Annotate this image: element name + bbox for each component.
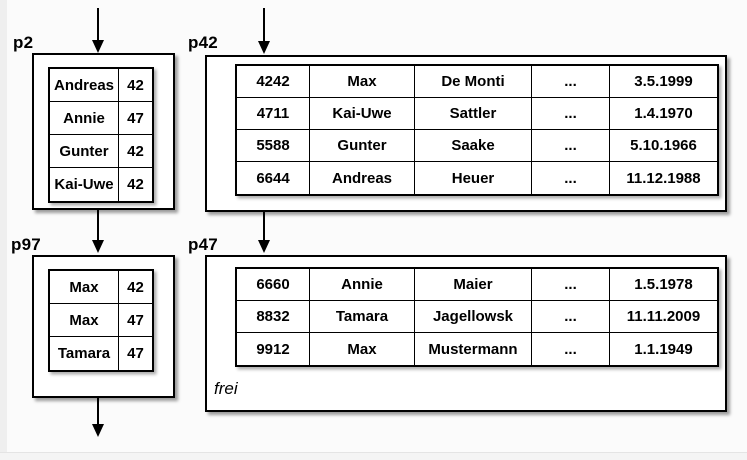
arrow-p2-to-p97 <box>91 210 104 253</box>
table-cell: ... <box>532 130 610 161</box>
table-cell: ... <box>532 98 610 129</box>
arrow-head-icon <box>91 424 104 437</box>
arrow-shaft <box>96 8 99 40</box>
table-cell: 6644 <box>237 162 310 194</box>
arrow-head-icon <box>91 240 104 253</box>
arrow-p97-to-bottom <box>91 398 104 437</box>
table-cell: 47 <box>127 345 144 362</box>
table-cell: 4711 <box>237 98 310 129</box>
page-label-p47: p47 <box>188 235 218 254</box>
arrow-shaft <box>96 398 99 424</box>
table-cell: De Monti <box>415 66 532 97</box>
table-row: Max 47 <box>50 304 152 337</box>
arrow-head-icon <box>91 40 104 53</box>
table-cell: Max <box>310 66 415 97</box>
arrow-p42-to-p47 <box>257 212 270 253</box>
table-cell: 1.5.1978 <box>634 276 693 293</box>
table-cell: Sattler <box>415 98 532 129</box>
table-cell: Heuer <box>415 162 532 194</box>
table-cell: 5.10.1966 <box>630 137 697 154</box>
table-cell: 11.12.1988 <box>626 169 701 187</box>
table-cell: Max <box>50 271 119 303</box>
table-cell: Max <box>310 333 415 365</box>
arrow-top-to-p42 <box>257 8 270 54</box>
table-cell: 1.1.1949 <box>634 340 693 358</box>
arrow-top-to-p2 <box>91 8 104 53</box>
table-cell: 11.11.2009 <box>626 308 701 325</box>
table-cell: Gunter <box>310 130 415 161</box>
table-cell: ... <box>532 269 610 300</box>
table-cell: 42 <box>127 76 144 94</box>
arrow-shaft <box>96 210 99 240</box>
table-cell: 42 <box>127 278 144 296</box>
table-cell: Maier <box>415 269 532 300</box>
table-cell: ... <box>532 66 610 97</box>
table-row: Gunter 42 <box>50 135 152 168</box>
arrow-head-icon <box>257 41 270 54</box>
table-cell: Tamara <box>50 337 119 370</box>
table-cell: Gunter <box>50 135 119 167</box>
table-row: Max 42 <box>50 271 152 304</box>
table-cell: Andreas <box>50 69 119 101</box>
arrow-shaft <box>262 212 265 240</box>
table-cell: 8832 <box>237 301 310 332</box>
table-cell: 9912 <box>237 333 310 365</box>
table-cell: ... <box>532 301 610 332</box>
free-space-label: frei <box>214 379 238 398</box>
table-cell: ... <box>532 162 610 194</box>
table-cell: ... <box>532 333 610 365</box>
page-label-p97: p97 <box>11 235 41 254</box>
arrow-head-icon <box>257 240 270 253</box>
table-cell: Annie <box>310 269 415 300</box>
table-cell: 6660 <box>237 269 310 300</box>
page-label-p42: p42 <box>188 33 218 52</box>
table-cell: 4242 <box>237 66 310 97</box>
table-cell: Saake <box>415 130 532 161</box>
table-cell: Annie <box>50 102 119 134</box>
table-row: Annie 47 <box>50 102 152 135</box>
table-cell: 42 <box>127 142 144 160</box>
left-margin-strip <box>0 0 7 460</box>
table-cell: Tamara <box>310 301 415 332</box>
table-row: Andreas 42 <box>50 69 152 102</box>
arrow-shaft <box>262 8 265 41</box>
table-cell: 5588 <box>237 130 310 161</box>
table-cell: Max <box>50 304 119 336</box>
table-cell: Kai-Uwe <box>310 98 415 129</box>
table-cell: Mustermann <box>415 333 532 365</box>
table-cell: Andreas <box>310 162 415 194</box>
bottom-margin-strip <box>0 452 747 460</box>
table-cell: Kai-Uwe <box>50 168 119 201</box>
page-label-p2: p2 <box>13 33 34 52</box>
table-cell: 1.4.1970 <box>634 105 693 122</box>
table-cell: 47 <box>127 109 144 127</box>
table-row: Kai-Uwe 42 <box>50 168 152 201</box>
table-cell: Jagellowsk <box>415 301 532 332</box>
table-cell: 47 <box>127 311 144 329</box>
table-cell: 42 <box>127 176 144 193</box>
table-row: Tamara 47 <box>50 337 152 370</box>
table-cell: 3.5.1999 <box>634 73 693 90</box>
